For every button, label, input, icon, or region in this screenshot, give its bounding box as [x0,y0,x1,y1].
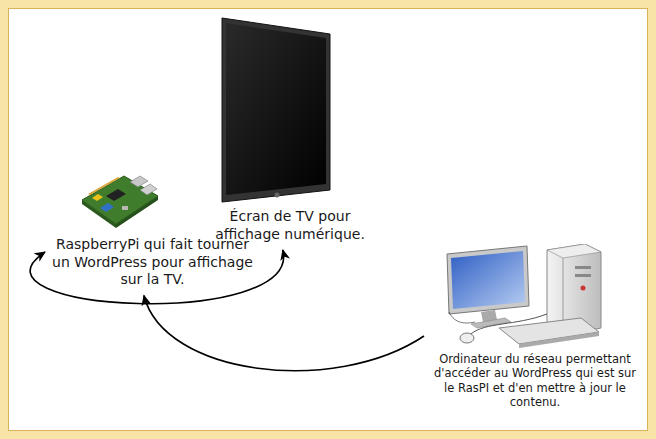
raspberry-pi-illustration [78,168,162,232]
tv-screen-illustration [205,14,375,206]
node-label: RaspberryPi qui fait tourner un WordPres… [48,236,257,289]
computer-node: Ordinateur du réseau permettant d'accéde… [424,244,646,413]
node-label: Ordinateur du réseau permettant d'accéde… [427,352,643,410]
curved-arrow [144,296,424,371]
computer-illustration [435,244,635,354]
tv-node: Écran de TV pour affichage numérique. [200,14,380,246]
raspberry-pi-node: RaspberryPi qui fait tourner un WordPres… [45,160,260,292]
